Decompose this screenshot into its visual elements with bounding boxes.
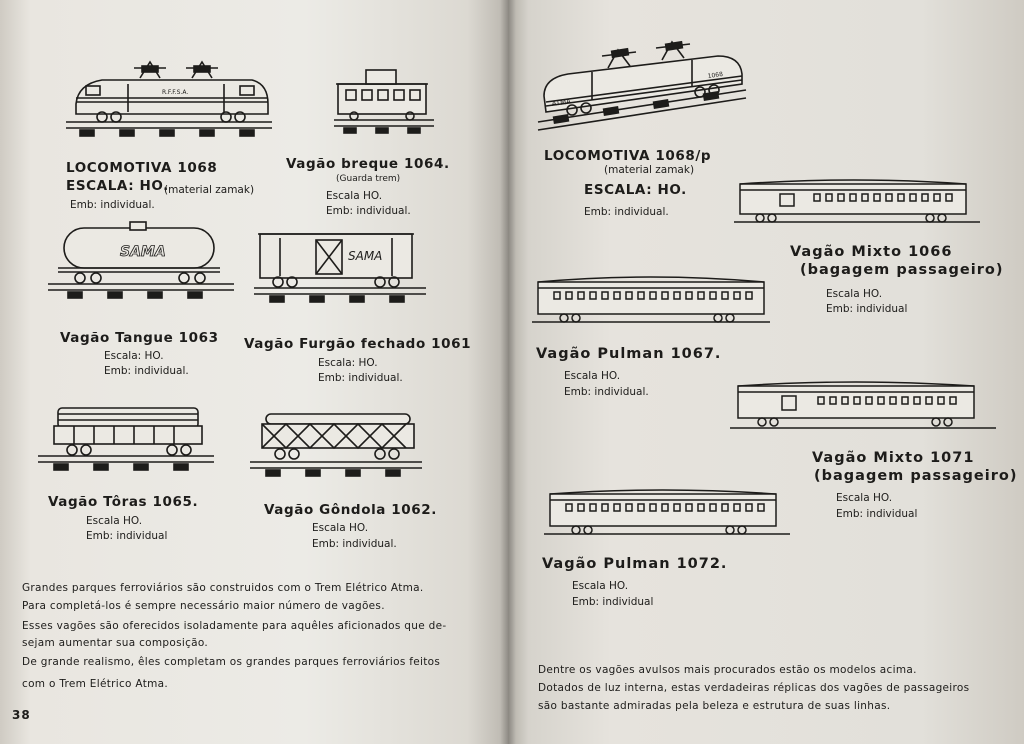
book-gutter (500, 0, 516, 744)
mixto-1071-emb: Emb: individual (836, 508, 918, 520)
right-paragraph-line-3: são bastante admiradas pela beleza e est… (538, 700, 891, 712)
caboose-1064-escala: Escala HO. (326, 190, 383, 202)
gondola-1062-emb: Emb: individual. (312, 538, 397, 550)
mixto-1066-subtitle: (bagagem passageiro) (800, 262, 1004, 278)
tank-1063-emb: Emb: individual. (104, 365, 189, 377)
boxcar-1061-emb: Emb: individual. (318, 372, 403, 384)
locomotive-1068p-illustration: ATMA 1068 (532, 26, 752, 136)
caboose-1064-note: (Guarda trem) (336, 174, 401, 184)
tank-1063-title: Vagão Tangue 1063 (60, 330, 219, 346)
left-paragraph-line-4: sejam aumentar sua composição. (22, 637, 209, 649)
mixto-1066-illustration (730, 172, 986, 236)
loco-1068-material: (material zamak) (164, 184, 255, 196)
svg-text:1068: 1068 (707, 71, 723, 80)
log-1065-title: Vagão Tôras 1065. (48, 494, 199, 510)
mixto-1066-title: Vagão Mixto 1066 (790, 244, 953, 260)
loco-1068p-title: LOCOMOTIVA 1068/p (544, 148, 712, 164)
left-paragraph-line-1: Grandes parques ferroviários são constru… (22, 582, 424, 594)
mixto-1071-subtitle: (bagagem passageiro) (814, 468, 1018, 484)
gondola-1062-illustration (246, 408, 426, 482)
loco-1068-title: LOCOMOTIVA 1068 (66, 160, 218, 176)
mixto-1066-escala: Escala HO. (826, 288, 883, 300)
caboose-1064-title: Vagão breque 1064. (286, 156, 450, 172)
loco-1068-escala: ESCALA: HO. (66, 178, 169, 194)
right-paragraph-line-2: Dotados de luz interna, estas verdadeira… (538, 682, 970, 694)
svg-text:R.F.F.S.A.: R.F.F.S.A. (162, 89, 188, 96)
pulman-1072-emb: Emb: individual (572, 596, 654, 608)
pulman-1067-emb: Emb: individual. (564, 386, 649, 398)
left-paragraph-line-3: Esses vagões são oferecidos isoladamente… (22, 620, 447, 632)
gondola-1062-escala: Escala HO. (312, 522, 369, 534)
loco-1068p-material: (material zamak) (604, 164, 695, 176)
boxcar-1061-illustration: SAMA (250, 226, 430, 310)
caboose-1064-emb: Emb: individual. (326, 205, 411, 217)
mixto-1071-escala: Escala HO. (836, 492, 893, 504)
pulman-1067-illustration (530, 266, 774, 338)
boxcar-1061-title: Vagão Furgão fechado 1061 (244, 336, 472, 352)
pulman-1072-illustration (542, 482, 794, 548)
loco-1068p-escala: ESCALA: HO. (584, 182, 687, 198)
boxcar-1061-escala: Escala: HO. (318, 357, 378, 369)
mixto-1066-emb: Emb: individual (826, 303, 908, 315)
gondola-1062-title: Vagão Gôndola 1062. (264, 502, 438, 518)
left-page: R.F.F.S.A. LOCOMOTIVA 1068 ESCALA: HO. (… (0, 0, 508, 744)
log-1065-escala: Escala HO. (86, 515, 143, 527)
page-number: 38 (12, 708, 31, 722)
caboose-1064-illustration (330, 62, 440, 140)
tank-car-1063-illustration: SAMA (44, 218, 240, 310)
left-paragraph-line-6: com o Trem Elétrico Atma. (22, 678, 169, 690)
loco-1068p-emb: Emb: individual. (584, 206, 669, 218)
loco-1068-emb: Emb: individual. (70, 199, 155, 211)
svg-text:SAMA: SAMA (348, 249, 382, 263)
pulman-1067-title: Vagão Pulman 1067. (536, 346, 722, 362)
log-1065-emb: Emb: individual (86, 530, 168, 542)
tank-1063-escala: Escala: HO. (104, 350, 164, 362)
right-paragraph-line-1: Dentre os vagões avulsos mais procurados… (538, 664, 917, 676)
pulman-1072-escala: Escala HO. (572, 580, 629, 592)
right-page: ATMA 1068 LOCOMOTIVA 1068/p (material za… (508, 0, 1024, 744)
left-paragraph-line-2: Para completá-los é sempre necessário ma… (22, 600, 385, 612)
left-paragraph-line-5: De grande realismo, êles completam os gr… (22, 656, 441, 668)
locomotive-1068-illustration: R.F.F.S.A. (62, 54, 282, 144)
mixto-1071-title: Vagão Mixto 1071 (812, 450, 975, 466)
mixto-1071-illustration (726, 374, 1000, 444)
svg-text:SAMA: SAMA (120, 244, 166, 260)
pulman-1072-title: Vagão Pulman 1072. (542, 556, 728, 572)
log-car-1065-illustration (34, 398, 220, 478)
svg-text:ATMA: ATMA (551, 97, 571, 108)
pulman-1067-escala: Escala HO. (564, 370, 621, 382)
